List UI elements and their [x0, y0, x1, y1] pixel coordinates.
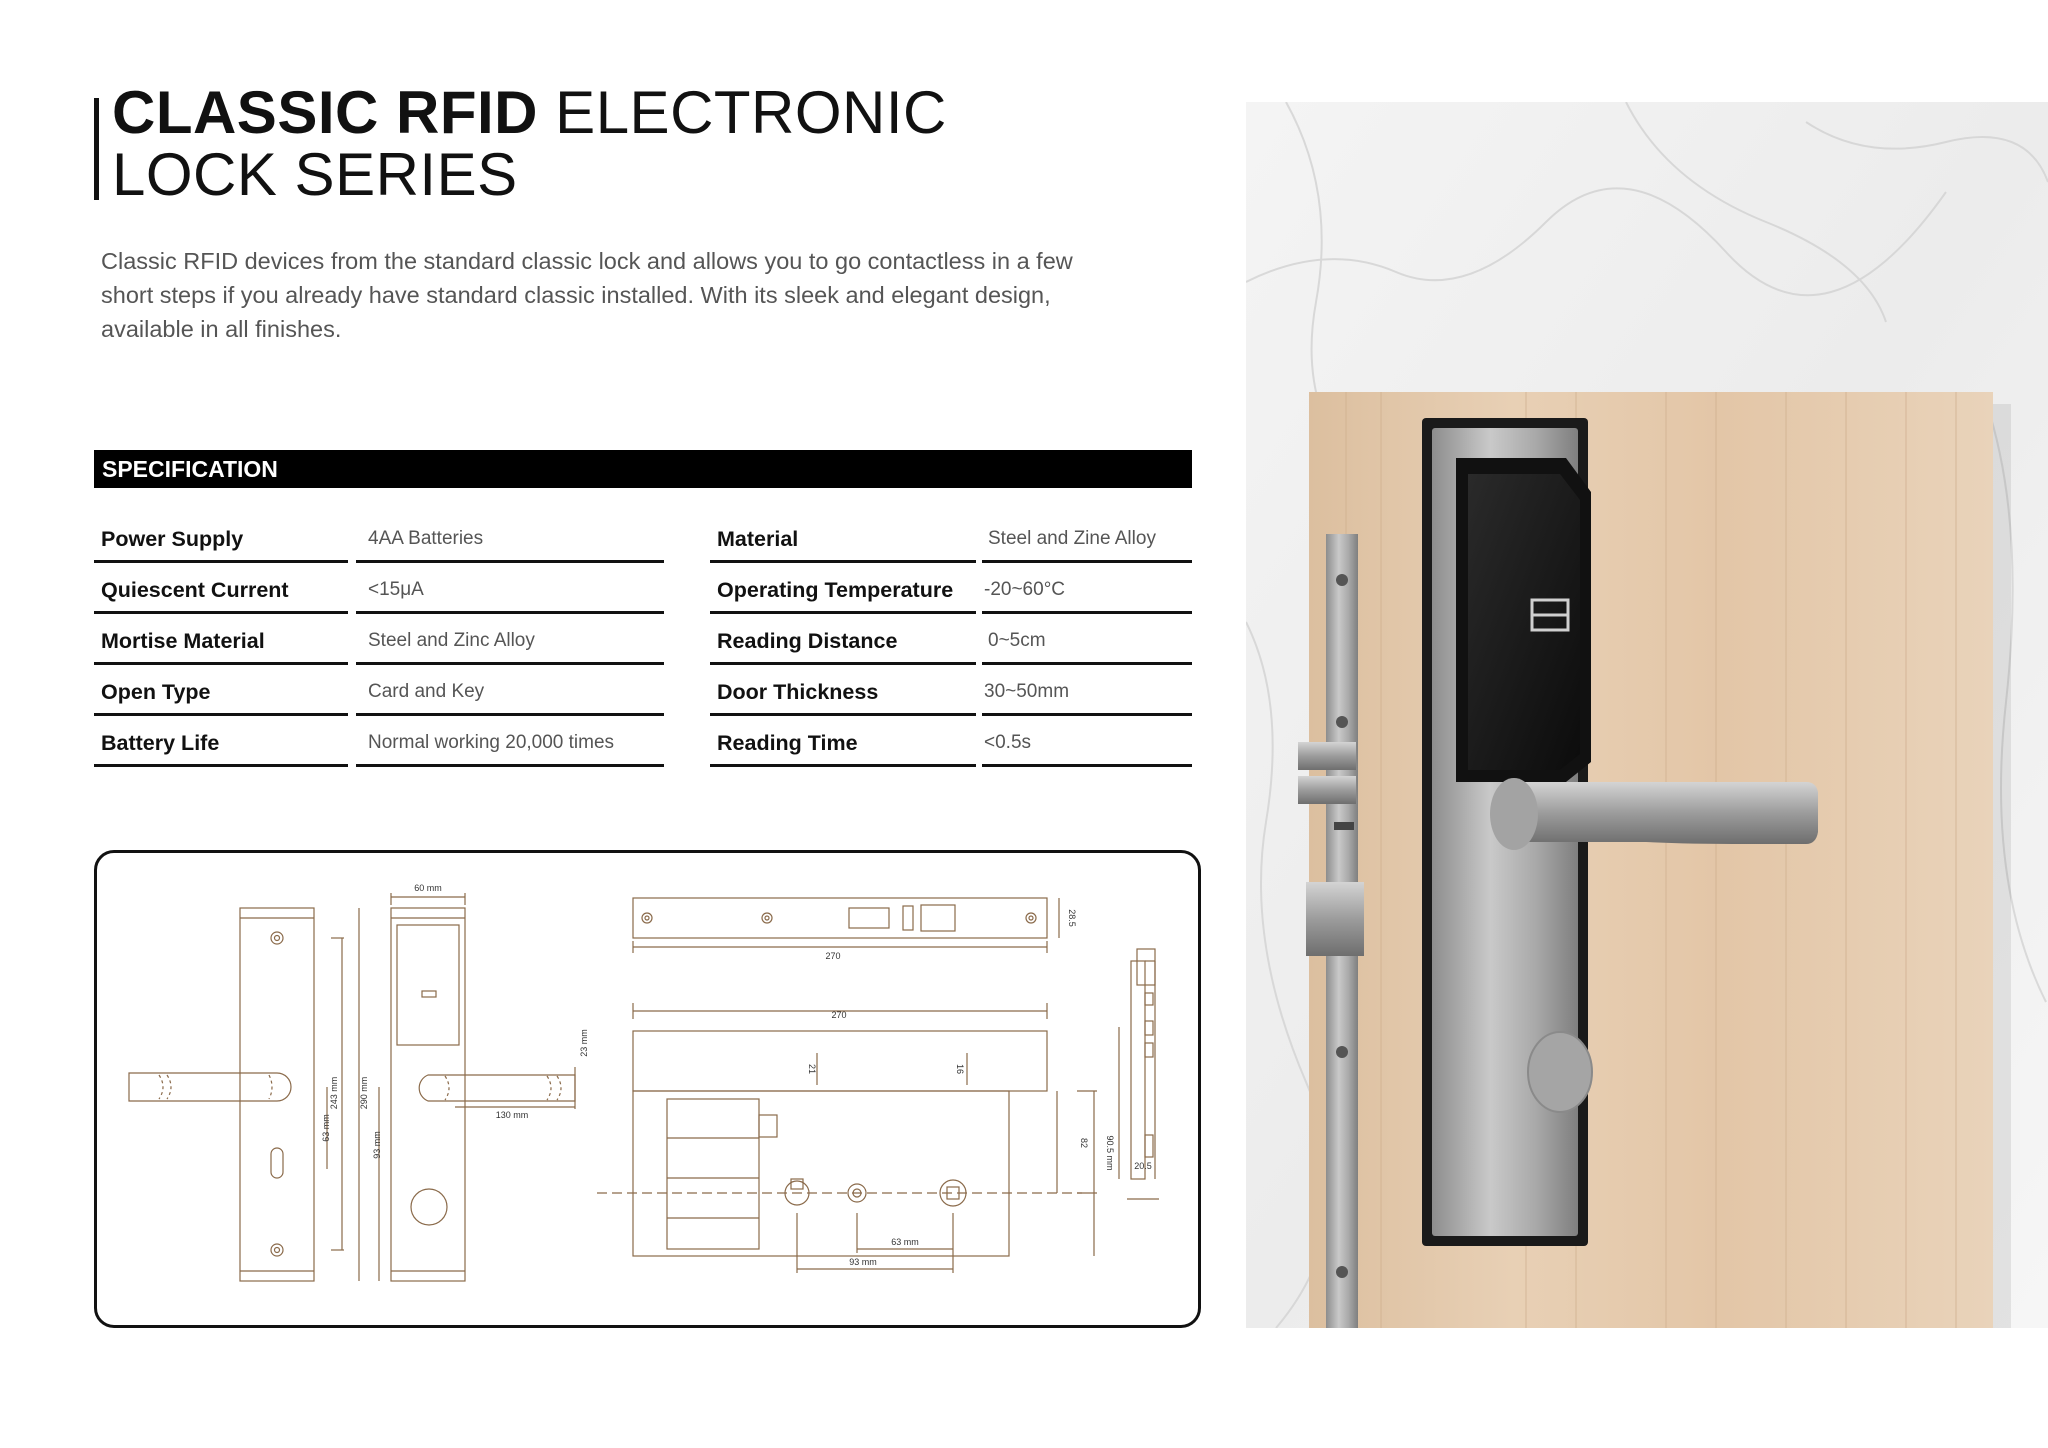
dim-label: 63 mm: [321, 1114, 331, 1142]
spec-value: 30~50mm: [982, 665, 1192, 716]
mortise-faceplate-side: [632, 1030, 1048, 1092]
spec-value: Card and Key: [356, 665, 664, 716]
spec-label: Reading Time: [710, 716, 976, 767]
screw-hole: [270, 931, 284, 945]
spec-value: 4AA Batteries: [356, 512, 664, 563]
spec-value: 0~5cm: [982, 614, 1192, 665]
mortise-body: [632, 1090, 1010, 1257]
key-cylinder: [1527, 1031, 1593, 1113]
title-light-2: LOCK SERIES: [112, 141, 518, 208]
spec-label: Door Thickness: [710, 665, 976, 716]
mortise-faceplate: [632, 897, 1048, 939]
spec-value: Steel and Zine Alloy: [982, 512, 1192, 563]
product-photo: [1246, 102, 2048, 1328]
dim-label: 20.5: [1134, 1161, 1152, 1171]
page-title: CLASSIC RFID ELECTRONIC LOCK SERIES: [112, 82, 947, 206]
specification-heading: SPECIFICATION: [94, 450, 1192, 488]
spec-label: Reading Distance: [710, 614, 976, 665]
lever-handle-photo: [1497, 782, 1818, 844]
title-bold: CLASSIC RFID: [112, 79, 538, 146]
dim-label: 290 mm: [359, 1077, 369, 1110]
dim-label: 23 mm: [579, 1029, 589, 1057]
dim-label: 130 mm: [496, 1110, 529, 1120]
dim-label: 243 mm: [329, 1077, 339, 1110]
dim-label: 16: [955, 1064, 965, 1074]
dim-label: 60 mm: [414, 883, 442, 893]
dim-label: 90.5 mm: [1105, 1135, 1115, 1170]
dim-label: 21: [807, 1064, 817, 1074]
front-plate-outline: [390, 907, 466, 1282]
spec-label: Mortise Material: [94, 614, 348, 665]
lever-left: [128, 1072, 292, 1102]
intro-paragraph: Classic RFID devices from the standard c…: [101, 248, 1073, 342]
dim-label: 63 mm: [891, 1237, 919, 1247]
spec-label: Battery Life: [94, 716, 348, 767]
lever-right: [418, 1074, 576, 1102]
door: [1309, 392, 1993, 1328]
spec-label: Operating Temperature: [710, 563, 976, 614]
screw-hole: [270, 1243, 284, 1257]
knob-outline: [410, 1188, 448, 1226]
dim-label: 28.5: [1067, 909, 1077, 927]
spec-value: -20~60°C: [982, 563, 1192, 614]
dim-label: 93 mm: [849, 1257, 877, 1267]
spec-value: Steel and Zinc Alloy: [356, 614, 664, 665]
spec-value: <15μA: [356, 563, 664, 614]
dim-label: 270: [825, 951, 840, 961]
technical-drawing: 60 mm 243 mm 290 mm 63 mm 93 mm 130 mm 2…: [128, 883, 1159, 1282]
title-light-1: ELECTRONIC: [555, 79, 947, 146]
dim-label: 270: [831, 1010, 846, 1020]
technical-drawing-panel: 60 mm 243 mm 290 mm 63 mm 93 mm 130 mm 2…: [94, 850, 1201, 1328]
spec-value: Normal working 20,000 times: [356, 716, 664, 767]
spec-label: Material: [710, 512, 976, 563]
dim-label: 93 mm: [372, 1131, 382, 1159]
title-accent-bar: [94, 98, 99, 200]
dim-label: 82: [1079, 1138, 1089, 1148]
spec-value: <0.5s: [982, 716, 1192, 767]
spec-label: Quiescent Current: [94, 563, 348, 614]
reader-window: [396, 924, 460, 1046]
back-plate-outline: [239, 907, 315, 1282]
spec-label: Power Supply: [94, 512, 348, 563]
spec-label: Open Type: [94, 665, 348, 716]
key-slot: [270, 1147, 284, 1179]
